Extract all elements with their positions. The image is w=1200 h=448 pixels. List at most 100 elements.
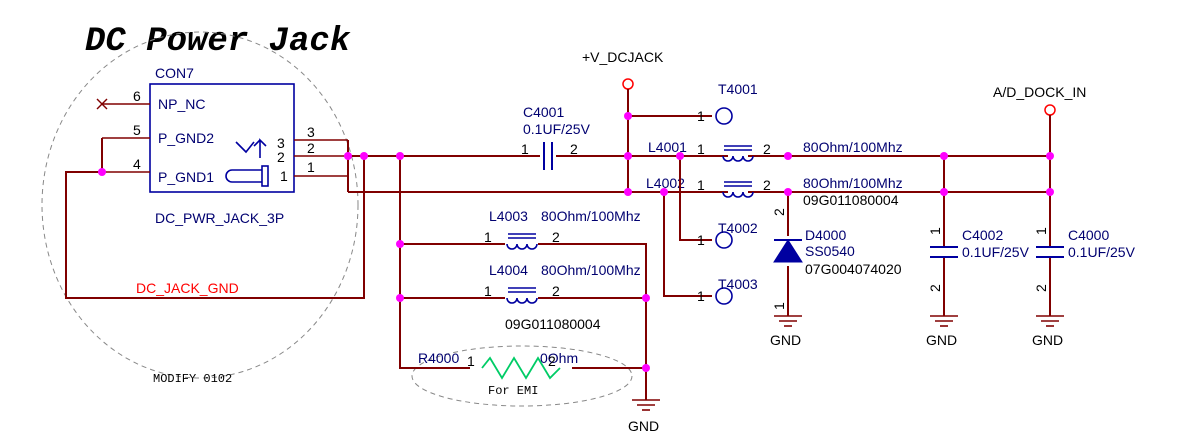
c4001-ref: C4001 [523,104,564,120]
d4000-value: SS0540 [805,243,855,259]
junction-dot [940,188,948,196]
inner-pin-2: 2 [277,149,285,165]
l4002-ref: L4002 [646,175,685,191]
svg-text:GND: GND [628,418,659,434]
r4000-ref: R4000 [418,350,459,366]
l4003-value: 80Ohm/100Mhz [541,208,641,224]
junction-dot [396,152,404,160]
junction-dot [676,152,684,160]
junction-dot [624,188,632,196]
t4003-ref: T4003 [718,276,758,292]
svg-text:2: 2 [548,353,556,369]
net-label-dock-in: A/D_DOCK_IN [993,84,1086,100]
right-pin-3: 3 [307,124,315,140]
svg-text:2: 2 [763,141,771,157]
junction-dot [98,168,106,176]
pin-name-p-gnd2: P_GND2 [158,130,214,146]
svg-text:1: 1 [697,288,705,304]
right-pin-2: 2 [307,140,315,156]
gnd-symbol-d4000: GND [770,315,802,348]
ferrite-l4002 [722,181,754,198]
junction-dot [396,240,404,248]
t4001-pin: 1 [697,108,705,124]
inner-pin-1: 1 [280,168,288,184]
ferrite-l4003 [506,233,538,250]
junction-dot [784,188,792,196]
svg-text:1: 1 [697,232,705,248]
svg-text:GND: GND [770,332,801,348]
jack-barrel-icon [225,169,262,183]
junction-dot [624,112,632,120]
junction-dot [784,152,792,160]
junction-dot [624,152,632,160]
c4000-ref: C4000 [1068,227,1109,243]
svg-text:1: 1 [467,353,475,369]
junction-dot [396,294,404,302]
diagram-title: DC Power Jack [85,23,351,61]
d4000-diode-icon [773,239,803,263]
d4000-ref: D4000 [805,227,846,243]
pin-number-4: 4 [133,156,141,172]
r4000-value: 0Ohm [540,350,578,366]
svg-text:1: 1 [1033,227,1049,235]
l4002-part: 09G011080004 [803,192,899,208]
svg-text:1: 1 [697,141,705,157]
modify-note: MODIFY 0102 [153,372,232,386]
test-point-t4003 [715,287,733,305]
test-point-t4001 [715,107,733,125]
svg-text:1: 1 [484,229,492,245]
gnd-symbol-c4002: GND [926,315,958,348]
ferrite-l4001 [722,145,754,162]
wire-dc-jack-gnd [65,156,365,299]
d4000-part: 07G004074020 [805,261,902,277]
t4002-ref: T4002 [718,220,758,236]
svg-text:2: 2 [927,284,943,292]
svg-text:1: 1 [521,141,529,157]
svg-text:2: 2 [552,283,560,299]
l4002-value: 80Ohm/100Mhz [803,175,903,191]
c4001-value: 0.1UF/25V [523,121,591,137]
jack-outline-ellipse [41,31,359,379]
junction-dot [360,152,368,160]
junction-dot [660,188,668,196]
r4000-resistor-icon [481,356,561,380]
v-dcjack-port-icon [622,78,634,90]
svg-text:2: 2 [771,208,787,216]
svg-text:2: 2 [763,177,771,193]
net-label-dc-jack-gnd: DC_JACK_GND [136,280,239,296]
c4002-ref: C4002 [962,227,1003,243]
emi-note: For EMI [488,384,538,398]
junction-dots [98,112,1054,372]
jack-spring-icon [235,141,255,154]
l4004-part: 09G011080004 [505,316,601,332]
pin-name-np-nc: NP_NC [158,96,205,112]
svg-text:1: 1 [771,302,787,310]
svg-text:1: 1 [697,177,705,193]
right-pin-1: 1 [307,159,315,175]
junction-dot [344,152,352,160]
c4000-value: 0.1UF/25V [1068,244,1136,260]
junction-dot [1046,188,1054,196]
connector-ref: CON7 [155,65,194,81]
l4004-ref: L4004 [489,262,528,278]
t4001-ref: T4001 [718,81,758,97]
svg-text:2: 2 [570,141,578,157]
c4002-value: 0.1UF/25V [962,244,1030,260]
wire-emi-branch [399,156,470,369]
net-label-v-dcjack: +V_DCJACK [582,49,664,65]
gnd-symbol-emi: GND [628,399,660,434]
junction-dot [940,152,948,160]
pin-name-p-gnd1: P_GND1 [158,169,214,185]
svg-text:GND: GND [1032,332,1063,348]
emi-outline-ellipse [411,345,633,407]
l4003-ref: L4003 [489,208,528,224]
gnd-symbol-c4000: GND [1032,315,1064,348]
pin-number-6: 6 [133,88,141,104]
junction-dot [1046,152,1054,160]
svg-text:2: 2 [552,229,560,245]
ferrite-l4004 [506,287,538,304]
dock-in-port-icon [1044,104,1056,116]
inner-pin-3: 3 [277,135,285,151]
svg-text:1: 1 [927,227,943,235]
